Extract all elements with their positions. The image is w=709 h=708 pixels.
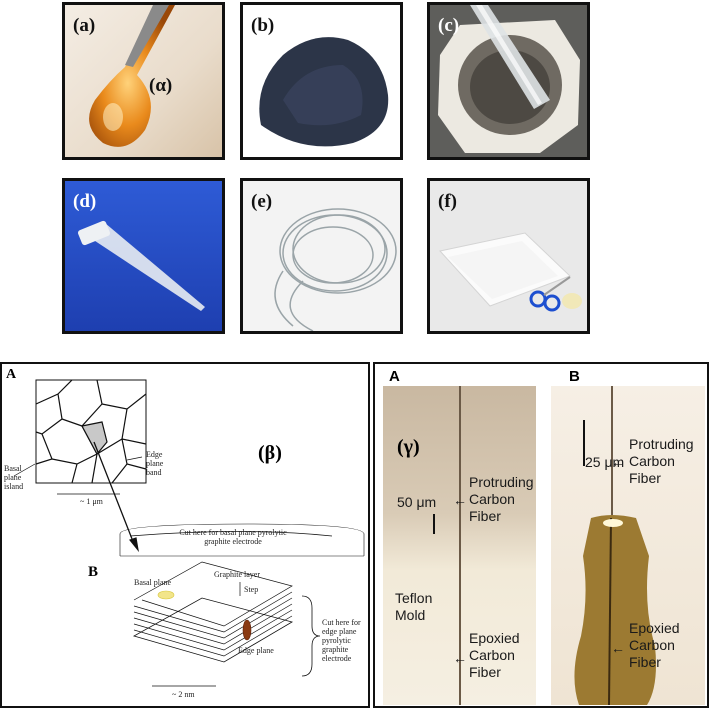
panel-sublabel-alpha: (α) — [149, 75, 173, 96]
photo-panel-d: (d) — [62, 178, 225, 334]
scale-bar-B — [583, 420, 585, 466]
mortar-pestle-image — [438, 5, 580, 153]
gamma-panel-label: (γ) — [397, 436, 420, 458]
carbon-fiber-line-B — [611, 386, 613, 516]
epoxy-droplet — [574, 515, 656, 705]
teflon-label: Teflon Mold — [395, 590, 433, 623]
gamma-panel: A B (γ) 50 μm ← Protruding Carbon Fiber … — [373, 362, 709, 708]
protruding-B-arrow: ← — [611, 454, 625, 470]
panel-label-a: (a) — [73, 15, 96, 36]
panel-label-d: (d) — [73, 191, 97, 212]
carbon-powder-image — [259, 37, 389, 147]
scale-A-label: 50 μm — [397, 494, 437, 510]
scale-B-label: 25 μm — [585, 454, 625, 470]
protruding-B-label: Protruding Carbon Fiber — [629, 436, 694, 486]
step-label: Step — [244, 585, 259, 594]
carbon-fiber-line-A — [459, 386, 461, 705]
cut-edge-label: Cut here for edge plane pyrolytic graphi… — [322, 618, 361, 663]
panel-label-b: (b) — [251, 15, 275, 36]
scale-bar-A — [433, 514, 435, 534]
basal-island-label: Basal plane island — [4, 464, 24, 491]
photo-panel-c: (c) — [427, 2, 590, 160]
protruding-A-label: Protruding Carbon Fiber — [469, 474, 534, 524]
photo-panel-b: (b) — [240, 2, 403, 160]
scale-1um-label: ~ 1 μm — [80, 497, 103, 506]
pipette-tip-image — [78, 220, 205, 311]
graphite-diagram — [13, 379, 365, 687]
epoxied-A-arrow: ← — [453, 650, 467, 666]
edge-plane-label: Edge plane — [238, 646, 274, 655]
cut-basal-label: Cut here for basal plane pyrolytic graph… — [179, 528, 287, 546]
graphite-layer-label: Graphite layer — [214, 570, 260, 579]
panel-label-f: (f) — [438, 191, 457, 212]
beta-label-B: B — [88, 564, 99, 580]
beta-panel-label: (β) — [258, 442, 282, 464]
photo-panel-f: (f) — [427, 178, 590, 334]
beta-panel: A Basal plane island Edge plane band ~ 1… — [0, 362, 370, 708]
photo-panel-e: (e) — [240, 178, 403, 334]
panel-label-c: (c) — [438, 15, 460, 36]
epoxied-B-arrow: ← — [611, 640, 625, 656]
gamma-photo-A — [383, 386, 536, 705]
scale-2nm-label: ~ 2 nm — [172, 690, 195, 699]
gamma-label-B: B — [569, 368, 580, 385]
gamma-label-A: A — [389, 368, 400, 385]
gamma-photo-B — [551, 386, 705, 705]
photo-panel-a: (a) (α) — [62, 2, 225, 160]
epoxied-B-label: Epoxied Carbon Fiber — [629, 620, 680, 670]
panel-label-e: (e) — [251, 191, 273, 212]
tubing-coil-image — [274, 208, 397, 331]
epoxied-A-label: Epoxied Carbon Fiber — [469, 630, 520, 680]
protruding-A-arrow: ← — [453, 492, 467, 508]
edge-band-label: Edge plane band — [146, 450, 164, 477]
filter-paper-scissors-image — [439, 232, 582, 312]
beta-label-A: A — [6, 367, 17, 382]
honey-dipper-image — [89, 5, 175, 147]
basal-plane-label: Basal plane — [134, 578, 172, 587]
